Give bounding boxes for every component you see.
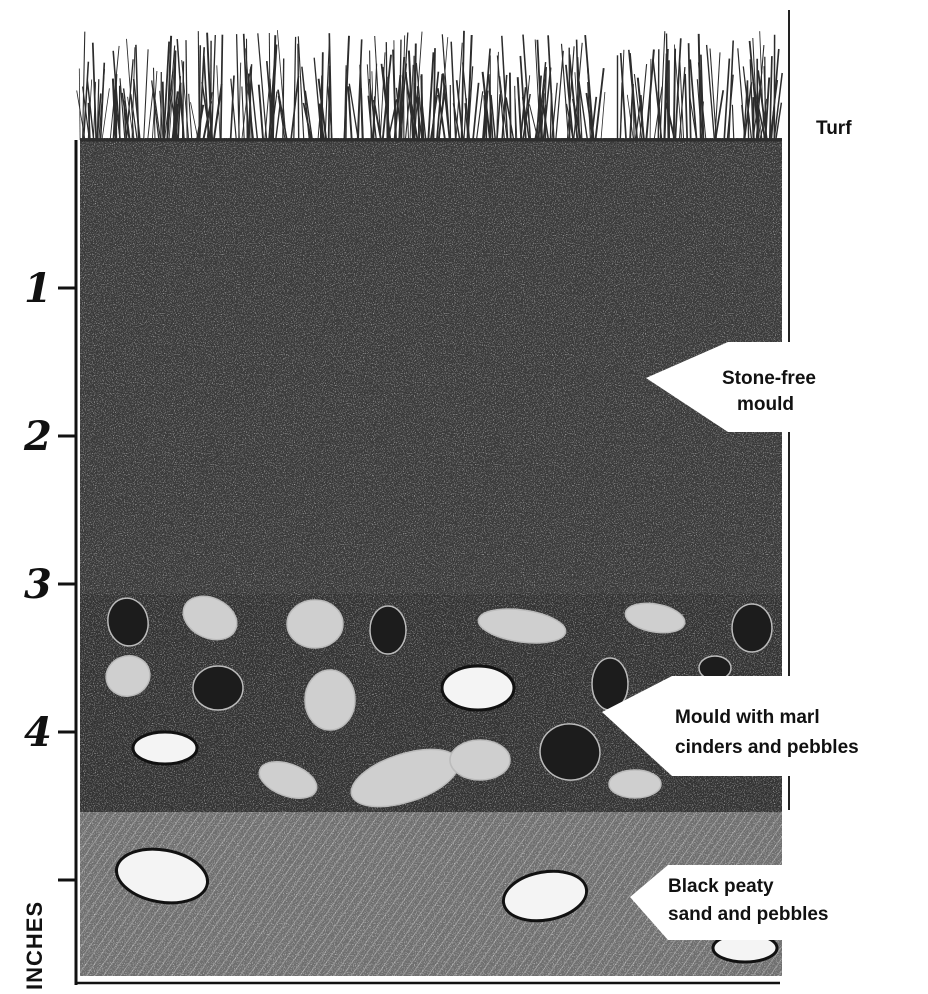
grass-blade — [276, 102, 281, 141]
cinder-stone — [732, 604, 772, 652]
grass-blade — [732, 105, 733, 140]
grass-blade — [674, 49, 675, 140]
grass-blade — [360, 65, 362, 140]
label-black-peaty-sand-line1: Black peaty — [668, 876, 774, 897]
marl-stone — [287, 600, 343, 648]
grass-blade — [601, 92, 605, 140]
grass-blade — [148, 89, 153, 140]
grass-blade — [685, 74, 687, 140]
label-mould-with-marl-line1: Mould with marl — [675, 707, 820, 728]
label-stone-free-mould-line2: mould — [737, 394, 794, 415]
grass-blade — [237, 34, 240, 140]
grass-blade — [186, 40, 187, 140]
pebble-stone — [133, 732, 197, 764]
grass-blade — [510, 73, 511, 140]
label-black-peaty-sand-line2: sand and pebbles — [668, 904, 828, 925]
grass-blade — [163, 82, 164, 140]
grass-blade — [562, 44, 569, 140]
grass-blade — [765, 57, 766, 140]
turf-grass — [77, 30, 783, 140]
marl-stone — [450, 740, 510, 780]
grass-blade — [394, 40, 395, 140]
grass-blade — [569, 48, 570, 140]
cinder-stone — [370, 606, 406, 654]
grass-blade — [620, 82, 622, 140]
label-mould-with-marl-line2: cinders and pebbles — [675, 737, 859, 758]
grass-blade — [658, 49, 659, 140]
marl-stone — [609, 770, 661, 798]
soil-texture — [80, 138, 782, 976]
grass-blade — [556, 51, 564, 140]
depth-axis-ticks: 1 2 3 4 — [23, 265, 76, 880]
grass-blade — [451, 42, 456, 140]
label-stone-free-mould-line1: Stone-free — [722, 368, 816, 389]
pebble-stone — [442, 666, 514, 710]
grass-blade — [211, 41, 212, 140]
axis-unit-label: INCHES — [22, 901, 47, 990]
grass-blade — [518, 77, 522, 140]
depth-tick-label: 4 — [24, 709, 52, 756]
grass-blade — [298, 44, 299, 140]
grass-blade — [283, 59, 284, 141]
grass-blade — [294, 37, 296, 140]
depth-tick-label: 3 — [24, 561, 52, 608]
cinder-stone — [193, 666, 243, 710]
callout-black-peaty-sand: Black peaty sand and pebbles — [630, 865, 828, 940]
grass-blade — [212, 35, 216, 140]
grass-blade — [515, 86, 516, 140]
depth-tick-label: 1 — [24, 265, 52, 312]
grass-blade — [729, 41, 733, 141]
grass-blade — [329, 66, 330, 140]
grass-blade — [664, 54, 666, 141]
grass-blade — [144, 49, 148, 140]
marl-stone — [305, 670, 355, 730]
label-turf: Turf — [816, 118, 852, 139]
depth-tick-label: 2 — [23, 413, 52, 460]
grass-blade — [189, 94, 192, 140]
grass-blade — [596, 68, 604, 140]
grass-blade — [689, 43, 691, 140]
